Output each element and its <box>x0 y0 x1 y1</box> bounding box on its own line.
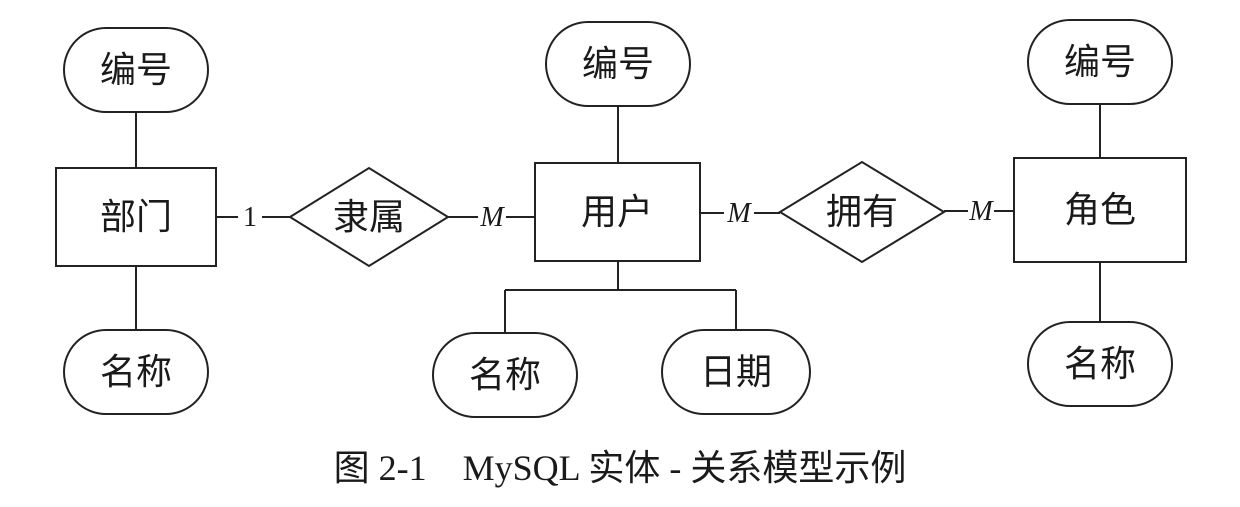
attribute-role-name: 名称 <box>1027 321 1173 407</box>
cardinality-user-owns: M <box>726 198 752 229</box>
attribute-label: 编号 <box>1064 42 1136 83</box>
attribute-label: 编号 <box>100 50 172 91</box>
attribute-label: 日期 <box>700 352 772 393</box>
attribute-user-date: 日期 <box>661 329 811 415</box>
entity-label: 部门 <box>100 197 172 238</box>
entity-user: 用户 <box>534 162 701 262</box>
relationship-label: 拥有 <box>826 192 898 233</box>
attribute-label: 名称 <box>1064 344 1136 385</box>
cardinality-owns-role: M <box>968 196 994 227</box>
attribute-department-name: 名称 <box>63 329 209 415</box>
relationship-belongs: 隶属 <box>288 166 450 268</box>
relationship-owns: 拥有 <box>778 160 946 264</box>
cardinality-belongs-user: M <box>479 202 505 233</box>
entity-department: 部门 <box>55 167 217 267</box>
entity-role: 角色 <box>1013 157 1187 263</box>
figure-caption: 图 2-1 MySQL 实体 - 关系模型示例 <box>334 448 907 488</box>
attribute-label: 名称 <box>100 352 172 393</box>
relationship-label: 隶属 <box>333 197 405 238</box>
entity-label: 用户 <box>581 192 653 233</box>
attribute-role-id: 编号 <box>1027 19 1173 105</box>
cardinality-department-belongs: 1 <box>243 202 257 233</box>
attribute-user-name: 名称 <box>432 332 578 418</box>
connector-lines <box>135 103 1101 333</box>
entity-label: 角色 <box>1064 190 1136 231</box>
attribute-user-id: 编号 <box>545 21 691 107</box>
attribute-label: 名称 <box>469 355 541 396</box>
attribute-label: 编号 <box>582 44 654 85</box>
attribute-department-id: 编号 <box>63 27 209 113</box>
